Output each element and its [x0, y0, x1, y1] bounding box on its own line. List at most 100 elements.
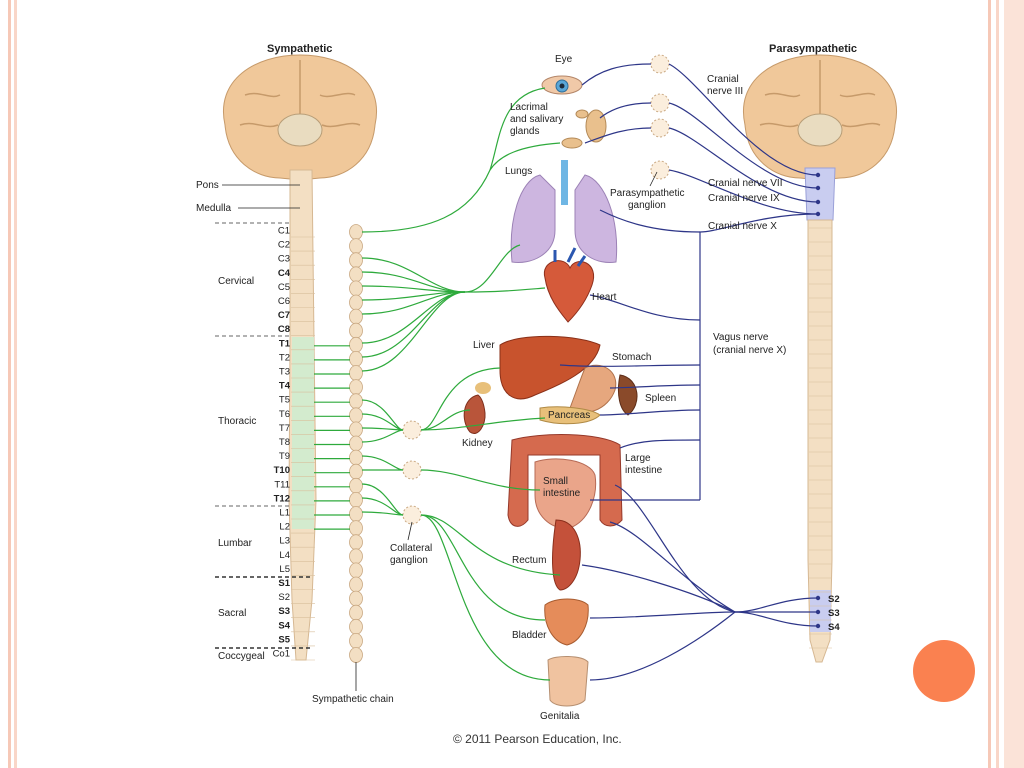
cranial-nucleus	[815, 199, 821, 205]
rectum-label: Rectum	[512, 555, 546, 566]
cranial-nerve-iii-label-1: Cranial	[707, 74, 739, 85]
lungs-organ	[510, 160, 618, 264]
sympathetic-pathways	[314, 87, 561, 681]
segment-label-c5: C5	[278, 282, 290, 293]
parasympathetic-ganglion	[650, 118, 670, 138]
segment-label-t8: T8	[279, 437, 290, 448]
pelvic-to-colon-lower	[609, 521, 736, 613]
slide-border-left-1	[8, 0, 11, 768]
region-cervical: Cervical	[218, 276, 254, 287]
splanchnic-fiber	[361, 455, 404, 471]
cranial-nucleus	[815, 211, 821, 217]
collateral-ganglion-leader	[407, 521, 413, 541]
segment-label-l1: L1	[279, 508, 290, 519]
segment-label-c4: C4	[278, 268, 291, 279]
segment-label-t12: T12	[274, 493, 290, 504]
rectum-organ	[552, 519, 581, 591]
region-thoracic: Thoracic	[218, 416, 256, 427]
chain-ganglion	[349, 308, 363, 325]
pelvic-to-colon	[614, 484, 736, 613]
cranial-nerve-vii-fiber	[668, 102, 819, 189]
vagus-to-heart	[589, 294, 701, 321]
sacral-outflow-fiber	[734, 611, 819, 627]
large-intestine-label-1: Large	[625, 453, 651, 464]
segment-label-co1: Co1	[273, 649, 290, 660]
parasympathetic-spinal-cord	[807, 219, 833, 663]
slide-border-right-3	[1004, 0, 1024, 768]
segment-label-t7: T7	[279, 423, 290, 434]
cranial-nerve-iii-fiber	[668, 63, 819, 176]
chain-ganglion	[349, 562, 363, 579]
sympathetic-heading: Sympathetic	[267, 43, 332, 55]
vagus-to-pancreas	[599, 409, 701, 416]
chain-ganglion	[349, 491, 363, 508]
splanchnic-fiber	[361, 483, 404, 516]
chain-ganglion	[349, 266, 363, 283]
fiber-to-kidney	[420, 409, 471, 431]
fiber-to-rectum	[420, 514, 561, 576]
chain-ganglion	[349, 393, 363, 410]
pelvic-to-genitalia	[589, 611, 736, 681]
segment-label-t3: T3	[279, 367, 290, 378]
bladder-label: Bladder	[512, 630, 547, 641]
pons-label: Pons	[196, 180, 219, 191]
chain-ganglion	[349, 294, 363, 311]
eye-label: Eye	[555, 54, 573, 65]
region-lumbar: Lumbar	[218, 538, 253, 549]
lacrimal-label-1: Lacrimal	[510, 102, 548, 113]
slide-border-left-2	[14, 0, 17, 768]
collateral-ganglion-label-1: Collateral	[390, 543, 432, 554]
intestines-organ	[507, 434, 623, 529]
region-coccygeal: Coccygeal	[218, 651, 265, 662]
segment-label-t4: T4	[279, 381, 291, 392]
sacral-outflow-fiber	[734, 597, 819, 613]
chain-ganglion	[349, 463, 363, 480]
chain-ganglion	[349, 252, 363, 269]
chain-ganglion	[349, 520, 363, 536]
segment-label-l4: L4	[279, 550, 290, 561]
small-intestine-label-1: Small	[543, 476, 568, 487]
chain-ganglion	[349, 506, 363, 522]
chain-ganglion	[349, 576, 363, 593]
collateral-ganglion	[402, 460, 422, 480]
segment-label-s3: S3	[278, 606, 290, 617]
chain-ganglion	[349, 280, 363, 297]
postganglionic-fiber-upper-thoracic	[361, 291, 466, 358]
heart-label: Heart	[592, 292, 617, 303]
sympathetic-brain	[223, 54, 377, 181]
kidney-label: Kidney	[462, 438, 493, 449]
postganglionic-fiber-thoracic	[361, 285, 466, 293]
large-intestine-label-2: intestine	[625, 465, 663, 476]
parasympathetic-ganglion	[650, 93, 670, 113]
vagus-to-large-intestine	[619, 439, 701, 449]
chain-ganglion	[349, 647, 363, 663]
vagus-to-liver	[559, 364, 701, 367]
fiber-to-eye	[361, 87, 546, 233]
segment-label-t6: T6	[279, 409, 290, 420]
lungs-label: Lungs	[505, 166, 532, 177]
chain-ganglion	[349, 224, 363, 240]
thoracolumbar-zone	[292, 337, 314, 529]
medulla-label: Medulla	[196, 203, 231, 214]
segment-label-t5: T5	[279, 395, 290, 406]
vagus-nerve-trunk	[699, 213, 819, 500]
parasympathetic-brainstem	[804, 167, 836, 221]
segment-label-l3: L3	[279, 536, 290, 547]
sacral-output-label-s4: S4	[828, 622, 840, 633]
segment-label-t2: T2	[279, 352, 290, 363]
segment-label-c2: C2	[278, 240, 290, 251]
segment-labels: C1C2C3C4C5C6C7C8T1T2T3T4T5T6T7T8T9T10T11…	[273, 226, 291, 660]
vagus-nerve-label-1: Vagus nerve	[713, 332, 769, 343]
chain-ganglion	[349, 534, 363, 551]
liver-organ	[499, 335, 601, 400]
postganglionic-fiber-thoracic	[361, 257, 466, 293]
pelvic-to-bladder	[589, 611, 736, 619]
fiber-to-glands	[489, 142, 561, 171]
vagus-nerve-label-2: (cranial nerve X)	[713, 345, 786, 356]
segment-label-s1: S1	[278, 578, 290, 589]
chain-ganglion	[349, 633, 363, 649]
splanchnic-fiber	[361, 511, 404, 516]
spleen-organ	[617, 374, 638, 416]
